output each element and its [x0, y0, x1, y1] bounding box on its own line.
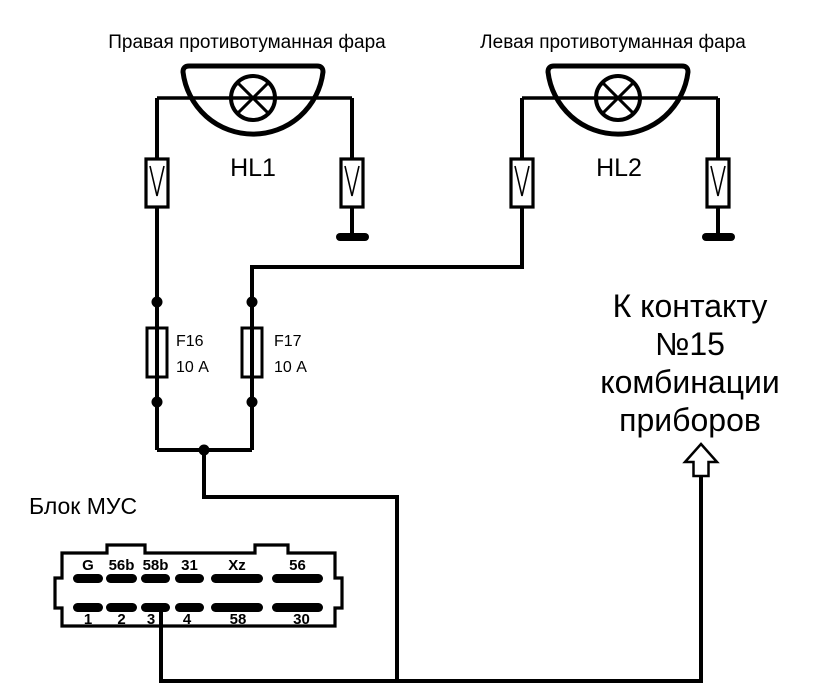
fog-lamp-hl2-symbol [522, 63, 718, 137]
bulb-cross-icon [601, 81, 635, 115]
fuse-f17-symbol [240, 326, 264, 379]
mus-pin-label-bottom: 4 [182, 611, 192, 628]
connector-symbol [509, 157, 535, 209]
mus-pin-label-top: Xz [228, 557, 246, 574]
connector-symbol [705, 157, 731, 209]
wires [155, 98, 720, 683]
mus-pin-label-bottom: 3 [146, 611, 156, 628]
mus-pin-label-bottom: 30 [293, 611, 310, 628]
junction-dot [246, 296, 258, 308]
wire-hl2-left-to-fuse-f17 [250, 206, 524, 450]
wire-feed-down-right [202, 450, 399, 681]
mus-pin-label-top: 56 [289, 557, 306, 574]
junction-dot [246, 396, 258, 408]
hl2-designator: HL2 [596, 154, 642, 182]
mus-pin-label-top: 31 [181, 557, 198, 574]
fuse-f16-rating: 10 А [176, 359, 209, 376]
wire-pin3-to-arrow [159, 476, 703, 683]
ground-icon [702, 233, 735, 241]
hl1-designator: HL1 [230, 154, 276, 182]
fuse-f16-name: F16 [176, 333, 204, 350]
connector-symbol [339, 157, 365, 209]
mus-pin-label-bottom: 1 [83, 611, 93, 628]
mus-pin-label-top: G [82, 557, 94, 574]
fog-lamp-hl1-symbol [157, 63, 352, 137]
mus-pin-label-top: 58b [142, 557, 169, 574]
bulb-cross-icon [236, 81, 270, 115]
mus-bottom-pin-bars [73, 603, 323, 612]
ground-symbols [336, 233, 735, 241]
left-fog-lamp-title: Левая противотуманная фара [480, 32, 746, 53]
mus-pin-label-bottom: 2 [117, 611, 126, 628]
up-arrow-icon [682, 442, 720, 478]
connector-symbols [144, 157, 731, 209]
ground-icon [336, 233, 369, 241]
mus-pin-label-bottom: 58 [229, 611, 247, 628]
junction-dot [151, 296, 163, 308]
fuse-f16-symbol [145, 326, 169, 379]
junction-dot [151, 396, 163, 408]
mus-connector-block [53, 543, 344, 628]
mus-pin-label-top: 56b [108, 557, 135, 574]
fuse-symbols [145, 326, 264, 379]
mus-block-title: Блок МУС [29, 493, 138, 519]
instrument-cluster-note: К контакту №15 комбинации приборов [600, 288, 780, 438]
fuse-f17-name: F17 [274, 333, 302, 350]
mus-top-pin-bars [73, 574, 323, 583]
junction-dots [151, 296, 258, 456]
fuse-f17-rating: 10 А [274, 359, 307, 376]
right-fog-lamp-title: Правая противотуманная фара [108, 32, 386, 53]
connector-symbol [144, 157, 170, 209]
junction-dot [198, 444, 210, 456]
